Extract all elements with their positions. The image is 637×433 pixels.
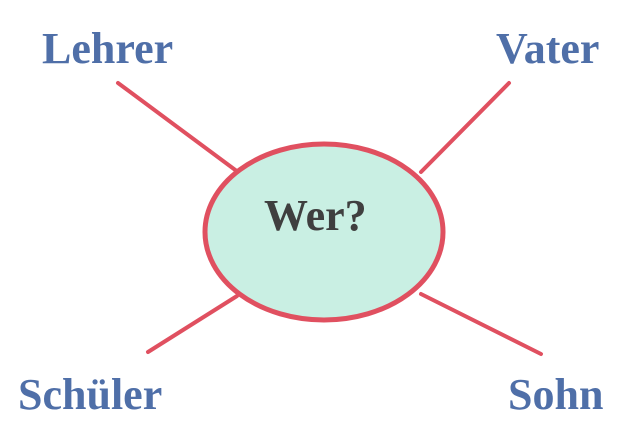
connector-bottom-right bbox=[419, 292, 543, 356]
branch-label-bottom-left: Schüler bbox=[18, 370, 163, 419]
branch-label-top-left: Lehrer bbox=[42, 24, 174, 73]
center-label: Wer? bbox=[264, 191, 367, 240]
branch-label-bottom-right: Sohn bbox=[508, 370, 604, 419]
connector-top-right bbox=[419, 81, 511, 174]
connector-bottom-left bbox=[146, 294, 239, 354]
center-bubble bbox=[202, 141, 446, 323]
connector-top-left bbox=[116, 81, 240, 174]
branch-label-top-right: Vater bbox=[496, 24, 600, 73]
